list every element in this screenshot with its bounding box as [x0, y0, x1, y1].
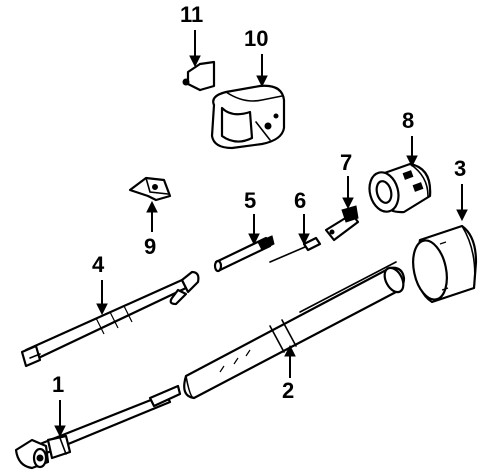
- callout-6-label: 6: [294, 188, 306, 213]
- callout-1-label: 1: [52, 372, 64, 397]
- part-1-steering-shaft: [14, 384, 182, 470]
- callout-4-label: 4: [92, 252, 105, 277]
- part-3-sleeve: [412, 224, 478, 304]
- callout-11: 11: [180, 2, 203, 68]
- callout-5: 5: [244, 188, 260, 246]
- callout-2: 2: [282, 344, 296, 403]
- callout-8: 8: [402, 108, 418, 168]
- callout-7: 7: [340, 150, 354, 210]
- callout-2-label: 2: [282, 378, 294, 403]
- callout-1: 1: [52, 372, 66, 438]
- part-10-housing: [210, 84, 286, 150]
- callout-5-label: 5: [244, 188, 256, 213]
- part-8-lock-housing: [368, 162, 432, 214]
- part-4-shift-rod: [20, 270, 200, 368]
- part-9-bracket: [128, 176, 172, 202]
- callout-9: 9: [144, 200, 158, 259]
- callout-3-label: 3: [454, 156, 466, 181]
- callout-9-label: 9: [144, 234, 156, 259]
- part-5-pin: [213, 235, 275, 273]
- part-6-rod: [269, 236, 322, 263]
- callout-11-label: 11: [180, 2, 203, 27]
- callout-8-label: 8: [402, 108, 414, 133]
- callout-6: 6: [294, 188, 310, 246]
- callout-4: 4: [92, 252, 108, 316]
- part-7-actuator: [324, 205, 360, 242]
- callout-3: 3: [454, 156, 468, 222]
- part-2-jacket-tube: [183, 261, 406, 400]
- part-11-bolt: [182, 60, 216, 92]
- callout-10-label: 10: [244, 26, 268, 51]
- callout-7-label: 7: [340, 150, 352, 175]
- callout-10: 10: [244, 26, 268, 88]
